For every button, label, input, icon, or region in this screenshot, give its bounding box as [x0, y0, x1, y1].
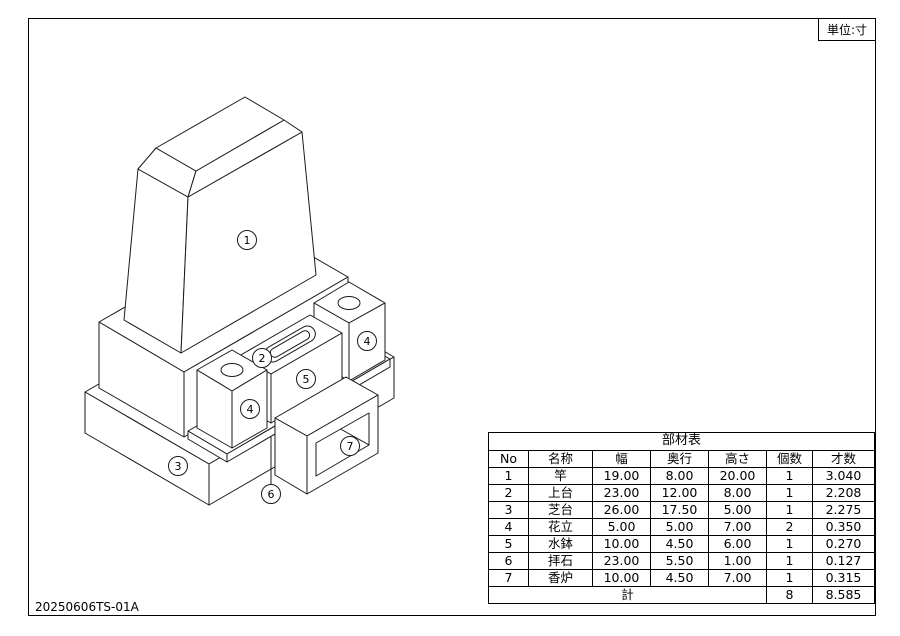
cell-volume: 3.040	[812, 467, 875, 485]
cell-qty: 2	[766, 518, 813, 536]
cell-no: 5	[488, 535, 529, 553]
table-title-row: 部材表	[488, 432, 875, 451]
part-kouro	[274, 376, 379, 495]
hanatate-right-hole	[337, 296, 361, 310]
cell-qty: 1	[766, 569, 813, 587]
label-hanatate-left: 4	[247, 403, 254, 416]
cell-width: 10.00	[592, 535, 651, 553]
label-haiseki: 6	[268, 488, 275, 501]
cell-depth: 4.50	[650, 535, 709, 553]
label-sao: 1	[244, 234, 251, 247]
cell-height: 6.00	[708, 535, 767, 553]
col-header-volume: 才数	[812, 450, 875, 468]
cell-depth: 8.00	[650, 467, 709, 485]
cell-height: 20.00	[708, 467, 767, 485]
table-title: 部材表	[488, 432, 875, 451]
table-row: 6 拝石 23.00 5.50 1.00 1 0.127	[488, 552, 875, 570]
label-circle-sao	[237, 230, 257, 250]
total-label: 計	[488, 586, 767, 604]
cell-no: 3	[488, 501, 529, 519]
cell-width: 23.00	[592, 552, 651, 570]
cell-width: 10.00	[592, 569, 651, 587]
cell-width: 23.00	[592, 484, 651, 502]
table-header-row: No 名称 幅 奥行 高さ 個数 才数	[488, 450, 875, 468]
label-circle-haiseki	[261, 484, 281, 504]
cell-no: 6	[488, 552, 529, 570]
cell-depth: 17.50	[650, 501, 709, 519]
col-header-width: 幅	[592, 450, 651, 468]
label-hanatate-right: 4	[364, 335, 371, 348]
hanatate-left-hole	[220, 363, 244, 377]
col-header-name: 名称	[528, 450, 593, 468]
cell-name: 香炉	[528, 569, 593, 587]
cell-height: 5.00	[708, 501, 767, 519]
parts-table: 部材表 No 名称 幅 奥行 高さ 個数 才数 1 竿 19.00 8.00 2…	[488, 432, 875, 604]
unit-label: 単位:寸	[817, 19, 875, 41]
col-header-depth: 奥行	[650, 450, 709, 468]
sheet-border-frame: 単位:寸 部材表 No 名称 幅 奥行 高さ 個数 才数	[28, 18, 876, 616]
table-row: 1 竿 19.00 8.00 20.00 1 3.040	[488, 467, 875, 485]
col-header-no: No	[488, 450, 529, 468]
table-row: 5 水鉢 10.00 4.50 6.00 1 0.270	[488, 535, 875, 553]
table-total-row: 計 8 8.585	[488, 586, 875, 604]
cell-no: 2	[488, 484, 529, 502]
cell-depth: 12.00	[650, 484, 709, 502]
total-quantity: 8	[766, 586, 813, 604]
cell-volume: 0.270	[812, 535, 875, 553]
label-shibadai: 3	[175, 460, 182, 473]
cell-qty: 1	[766, 501, 813, 519]
table-row: 3 芝台 26.00 17.50 5.00 1 2.275	[488, 501, 875, 519]
cell-no: 4	[488, 518, 529, 536]
cell-depth: 5.00	[650, 518, 709, 536]
cell-name: 竿	[528, 467, 593, 485]
cell-name: 水鉢	[528, 535, 593, 553]
col-header-qty: 個数	[766, 450, 813, 468]
cell-volume: 2.275	[812, 501, 875, 519]
cell-height: 7.00	[708, 569, 767, 587]
cell-qty: 1	[766, 552, 813, 570]
cell-no: 1	[488, 467, 529, 485]
cell-volume: 0.127	[812, 552, 875, 570]
cell-width: 26.00	[592, 501, 651, 519]
cell-width: 19.00	[592, 467, 651, 485]
col-header-height: 高さ	[708, 450, 767, 468]
label-circle-hanatate-right	[357, 331, 377, 351]
cell-name: 芝台	[528, 501, 593, 519]
label-circle-joudai	[252, 348, 272, 368]
cell-height: 8.00	[708, 484, 767, 502]
table-row: 2 上台 23.00 12.00 8.00 1 2.208	[488, 484, 875, 502]
cell-qty: 1	[766, 484, 813, 502]
total-volume: 8.585	[812, 586, 875, 604]
cell-qty: 1	[766, 467, 813, 485]
cell-no: 7	[488, 569, 529, 587]
cell-height: 1.00	[708, 552, 767, 570]
label-joudai: 2	[259, 352, 266, 365]
table-row: 7 香炉 10.00 4.50 7.00 1 0.315	[488, 569, 875, 587]
sao-top-face	[155, 96, 285, 172]
cell-width: 5.00	[592, 518, 651, 536]
cell-height: 7.00	[708, 518, 767, 536]
table-row: 4 花立 5.00 5.00 7.00 2 0.350	[488, 518, 875, 536]
label-circle-shibadai	[168, 456, 188, 476]
label-circle-kouro	[340, 436, 360, 456]
cell-name: 花立	[528, 518, 593, 536]
cell-depth: 4.50	[650, 569, 709, 587]
label-kouro: 7	[347, 440, 354, 453]
cell-volume: 2.208	[812, 484, 875, 502]
cell-volume: 0.350	[812, 518, 875, 536]
cell-qty: 1	[766, 535, 813, 553]
cell-depth: 5.50	[650, 552, 709, 570]
part-number-labels: 1 2 3 4 4 5 6 7	[168, 230, 377, 504]
label-mizubachi: 5	[303, 373, 310, 386]
drawing-number: 20250606TS-01A	[32, 600, 142, 614]
cell-name: 拝石	[528, 552, 593, 570]
label-circle-mizubachi	[296, 369, 316, 389]
label-circle-hanatate-left	[240, 399, 260, 419]
cell-name: 上台	[528, 484, 593, 502]
cell-volume: 0.315	[812, 569, 875, 587]
